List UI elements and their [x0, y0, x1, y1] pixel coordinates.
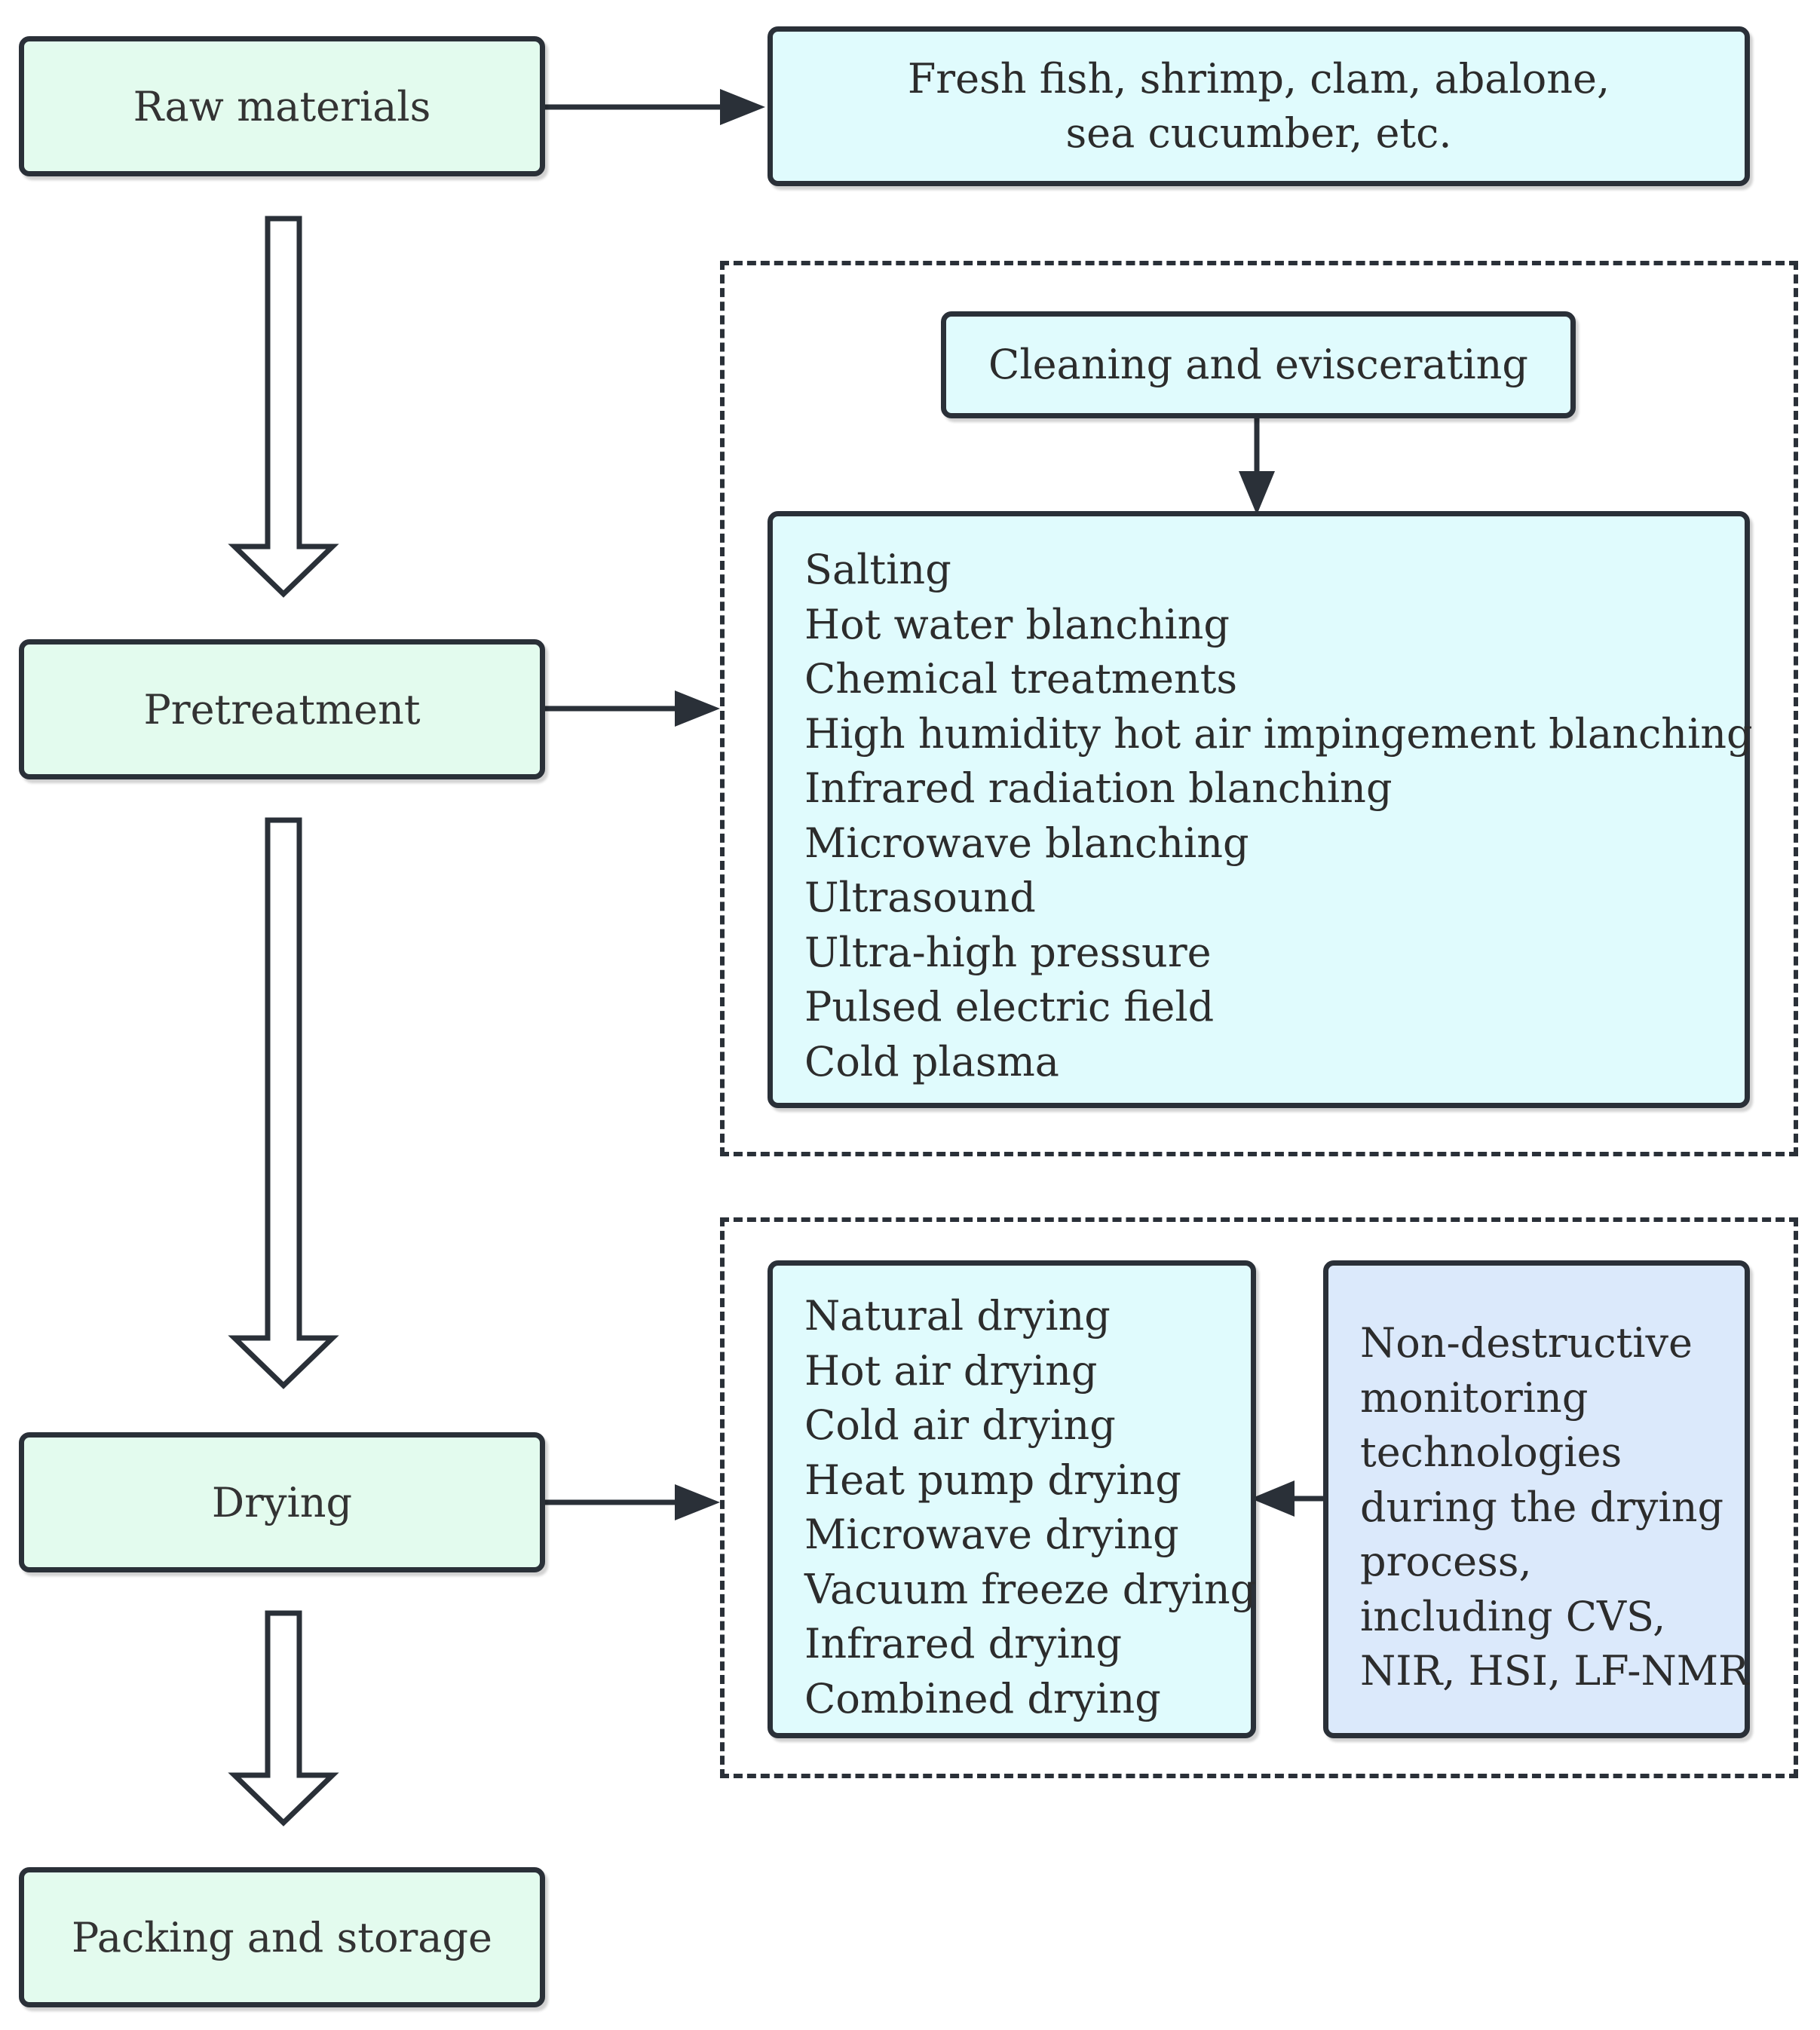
arrow-pretreatment-to-group [543, 690, 720, 727]
monitoring-line: NIR, HSI, LF-NMR [1360, 1647, 1749, 1695]
pretreatment-method-item: Infrared radiation blanching [804, 764, 1393, 812]
pretreatment-method-item: Salting [804, 546, 951, 593]
drying-method-item: Combined drying [804, 1674, 1161, 1722]
step-packing-storage: Packing and storage [19, 1867, 545, 2007]
step-packing-storage-label: Packing and storage [71, 1913, 492, 1961]
drying-group [720, 1217, 1798, 1778]
raw-materials-examples-line-2: sea cucumber, etc. [1065, 109, 1452, 157]
pretreatment-method-item: High humidity hot air impingement blanch… [804, 709, 1753, 758]
cleaning-eviscerating-box: Cleaning and eviscerating [941, 311, 1576, 418]
monitoring-line: process, [1360, 1538, 1532, 1585]
pretreatment-methods-box: Salting Hot water blanching Chemical tre… [768, 511, 1753, 1108]
step-raw-materials-label: Raw materials [133, 82, 431, 130]
pretreatment-method-item: Chemical treatments [804, 655, 1238, 703]
drying-method-item: Heat pump drying [804, 1456, 1181, 1504]
drying-methods-box: Natural drying Hot air drying Cold air d… [768, 1260, 1256, 1738]
flow-arrow-raw-to-pretreatment [228, 216, 339, 598]
drying-method-item: Natural drying [804, 1292, 1111, 1340]
step-pretreatment: Pretreatment [19, 639, 545, 779]
arrow-cleaning-to-methods [1239, 417, 1275, 515]
drying-method-item: Cold air drying [804, 1401, 1116, 1449]
drying-method-item: Hot air drying [804, 1346, 1098, 1395]
monitoring-line: monitoring [1360, 1373, 1589, 1422]
arrow-monitoring-to-drying [1251, 1480, 1323, 1517]
monitoring-line: Non-destructive [1360, 1319, 1693, 1367]
flow-arrow-drying-to-packing [228, 1610, 339, 1826]
monitoring-line: including CVS, [1360, 1592, 1666, 1640]
pretreatment-method-item: Pulsed electric field [804, 983, 1215, 1030]
arrow-drying-to-group [543, 1484, 720, 1520]
drying-method-item: Microwave drying [804, 1511, 1179, 1558]
monitoring-line: during the drying [1360, 1483, 1724, 1531]
step-drying-label: Drying [211, 1478, 353, 1526]
flow-arrow-pretreatment-to-drying [228, 817, 339, 1389]
raw-materials-examples: Fresh fish, shrimp, clam, abalone, sea c… [768, 26, 1750, 186]
pretreatment-method-item: Cold plasma [804, 1037, 1059, 1085]
cleaning-eviscerating-label: Cleaning and eviscerating [988, 340, 1528, 388]
drying-method-item: Vacuum freeze drying [804, 1565, 1257, 1613]
drying-method-item: Infrared drying [804, 1620, 1123, 1667]
pretreatment-method-item: Microwave blanching [804, 819, 1249, 867]
pretreatment-method-item: Ultra-high pressure [804, 928, 1212, 976]
pretreatment-group [720, 261, 1798, 1156]
step-raw-materials: Raw materials [19, 36, 545, 176]
step-drying: Drying [19, 1432, 545, 1572]
raw-materials-examples-line-1: Fresh fish, shrimp, clam, abalone, [907, 54, 1610, 103]
step-pretreatment-label: Pretreatment [143, 685, 421, 733]
monitoring-technologies-box: Non-destructive monitoring technologies … [1323, 1260, 1750, 1738]
monitoring-line: technologies [1360, 1428, 1622, 1476]
pretreatment-method-item: Ultrasound [804, 874, 1036, 921]
arrow-raw-to-examples [543, 89, 765, 125]
pretreatment-method-item: Hot water blanching [804, 600, 1230, 648]
